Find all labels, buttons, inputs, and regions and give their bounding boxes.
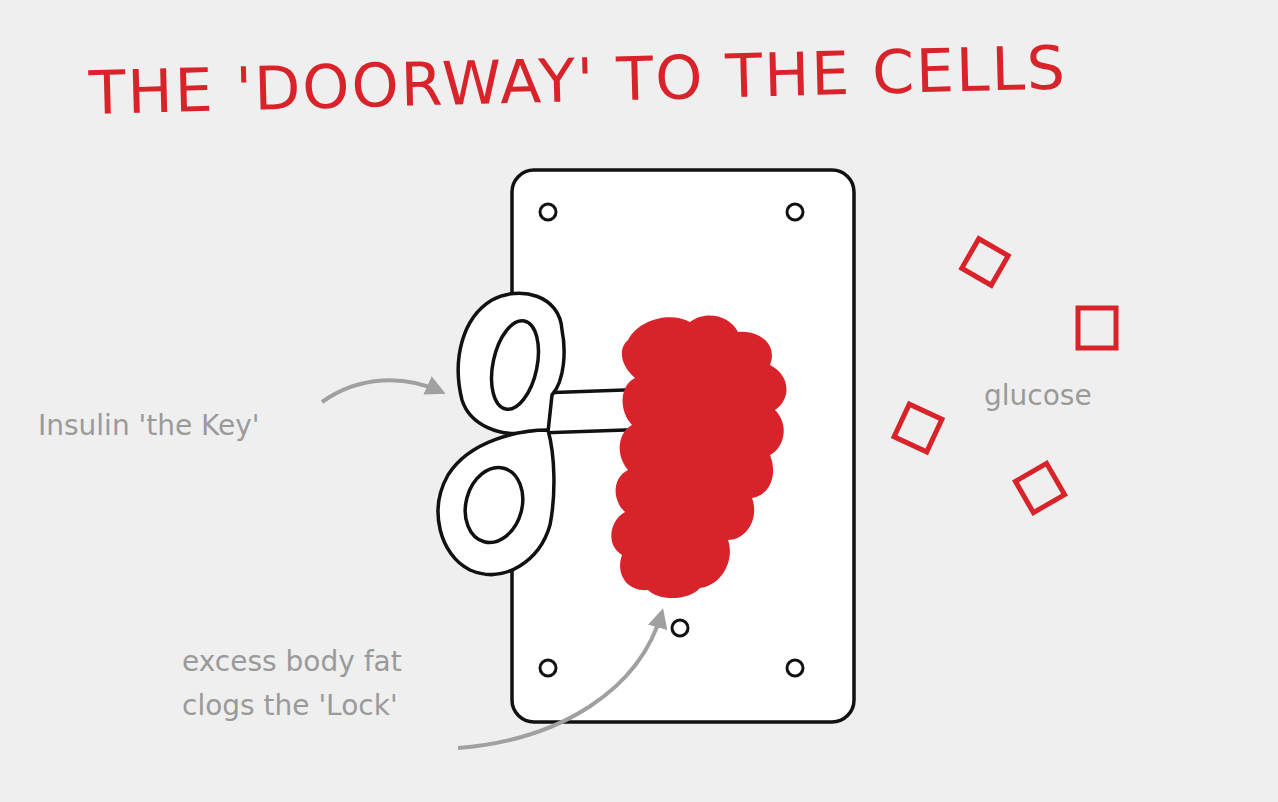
door-plate — [512, 170, 854, 722]
leader-arrow — [322, 380, 442, 402]
key-handle-loop — [438, 430, 554, 574]
glucose-label: glucose — [984, 374, 1144, 418]
key-label: Insulin 'the Key' — [38, 404, 338, 448]
glucose-square — [1015, 463, 1064, 512]
glucose-square — [962, 239, 1008, 285]
glucose-square — [894, 404, 942, 452]
diagram-title: THE 'DOORWAY' TO THE CELLS — [88, 32, 1068, 128]
leader-arrow — [458, 612, 662, 748]
screw-hole — [787, 660, 803, 676]
keyhole — [672, 620, 688, 636]
screw-hole — [787, 204, 803, 220]
key-handle-hole — [457, 461, 531, 549]
fat-label: excess body fat clogs the 'Lock' — [182, 640, 472, 728]
screw-hole — [540, 204, 556, 220]
glucose-square — [1078, 308, 1116, 348]
key-handle-hole — [484, 316, 546, 413]
screw-hole — [540, 660, 556, 676]
key-handle-loop — [458, 293, 564, 433]
body-fat-blob — [611, 315, 786, 598]
